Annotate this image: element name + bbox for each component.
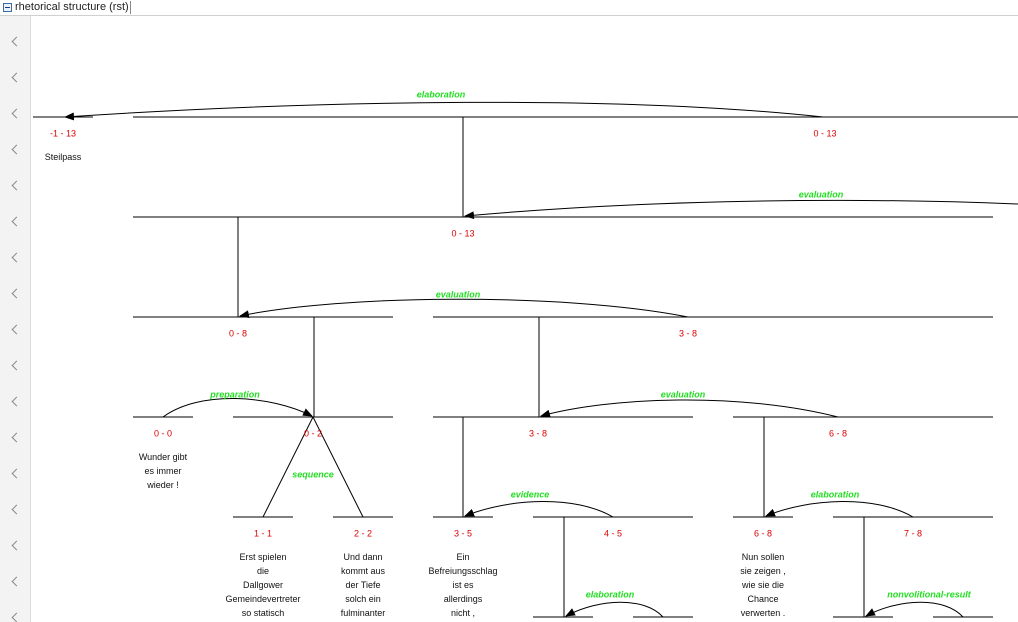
span-label: 0 - 2	[304, 429, 322, 439]
segment-text: wie sie die	[741, 580, 784, 590]
segment-text: Ein	[456, 552, 469, 562]
relation-label: evidence	[511, 490, 550, 500]
title-bar: rhetorical structure (rst)	[0, 0, 1018, 16]
segment-text: die	[257, 566, 269, 576]
segment-text: Nun sollen	[742, 552, 785, 562]
segment-text: nicht ,	[451, 608, 475, 618]
segment-text: Erst spielen	[239, 552, 286, 562]
span-label: 0 - 13	[813, 129, 836, 139]
segment-text: ist es	[452, 580, 474, 590]
sequence-branch-line	[312, 416, 364, 518]
segment-text: wieder !	[146, 480, 179, 490]
segment-text: sie zeigen ,	[740, 566, 786, 576]
segment-text: fulminanter	[341, 608, 386, 618]
relation-arc	[239, 298, 689, 319]
segment-text: solch ein	[345, 594, 381, 604]
segment-text: der Tiefe	[345, 580, 380, 590]
span-label: 3 - 8	[529, 429, 547, 439]
left-gutter	[0, 16, 31, 622]
segment-text: es immer	[144, 466, 181, 476]
segment-text: Wunder gibt	[139, 452, 188, 462]
structure-lines	[33, 116, 1018, 618]
span-labels: -1 - 13 0 - 13 0 - 13 0 - 8 3 - 8 0 - 0 0 - 2 3…	[50, 129, 922, 539]
span-label: 7 - 8	[904, 529, 922, 539]
relation-label: evaluation	[799, 190, 844, 200]
relation-arc	[565, 601, 664, 618]
span-label: 4 - 5	[604, 529, 622, 539]
span-label: 1 - 1	[254, 529, 272, 539]
relation-arc	[464, 199, 1018, 220]
span-label: 0 - 0	[154, 429, 172, 439]
relation-arc	[540, 399, 839, 418]
span-label: 6 - 8	[754, 529, 772, 539]
collapse-icon[interactable]	[3, 3, 12, 12]
span-label: 0 - 13	[451, 229, 474, 239]
segment-text: Dallgower	[243, 580, 283, 590]
relation-label: sequence	[292, 470, 334, 480]
span-label: 3 - 8	[679, 329, 697, 339]
relation-arc	[765, 501, 914, 518]
relation-label: elaboration	[811, 490, 860, 500]
segment-text: kommt aus	[341, 566, 386, 576]
relation-arc	[865, 601, 964, 618]
relation-label: elaboration	[586, 590, 635, 600]
segment-text: Gemeindevertreter	[225, 594, 300, 604]
relation-arcs	[64, 101, 1018, 618]
relation-label: nonvolitional-result	[887, 590, 972, 600]
span-label: 6 - 8	[829, 429, 847, 439]
segment-text: Steilpass	[45, 152, 82, 162]
sequence-branch-line	[262, 416, 314, 518]
span-label: -1 - 13	[50, 129, 76, 139]
relation-arc	[64, 101, 824, 121]
segment-text: Und dann	[343, 552, 382, 562]
relation-labels: elaboration evaluation evaluation preparati…	[209, 90, 972, 600]
segment-text: verwerten .	[741, 608, 786, 618]
relation-label: preparation	[209, 390, 260, 400]
relation-label: evaluation	[436, 290, 481, 300]
window-title: rhetorical structure (rst)	[15, 1, 131, 14]
span-label: 3 - 5	[454, 529, 472, 539]
segment-text: Chance	[747, 594, 778, 604]
segment-text: Befreiungsschlag	[428, 566, 497, 576]
span-label: 0 - 8	[229, 329, 247, 339]
relation-arc	[464, 501, 614, 518]
relation-arc	[162, 397, 313, 418]
segment-text: so statisch	[242, 608, 285, 618]
span-label: 2 - 2	[354, 529, 372, 539]
relation-label: evaluation	[661, 390, 706, 400]
segment-text: allerdings	[444, 594, 483, 604]
relation-label: elaboration	[417, 90, 466, 100]
